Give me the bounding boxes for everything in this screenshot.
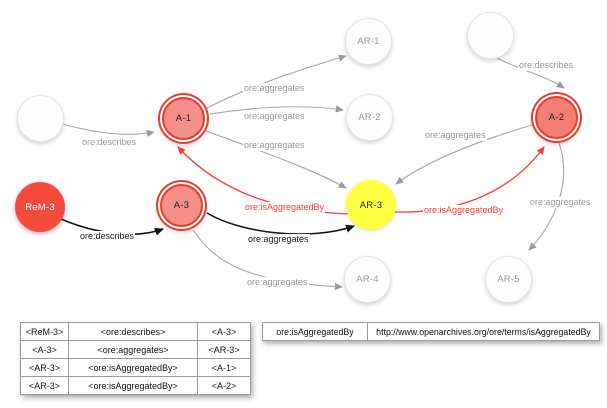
triple-predicate-cell: <ore:aggregates>	[68, 340, 198, 359]
edge-label-describes: ore:describes	[79, 231, 136, 242]
triple-object-cell: <A-1>	[197, 358, 251, 377]
node-a2-label: A-2	[548, 112, 565, 123]
triple-predicate-cell: <ore:isAggregatedBy>	[68, 376, 198, 395]
edge-label-aggregates: ore:aggregates	[529, 197, 592, 208]
edge-label-isaggregatedby: ore:isAggregatedBy	[423, 205, 505, 216]
triples-table: <ReM-3> <ore:describes> <A-3> <A-3> <ore…	[20, 322, 251, 395]
triples-row: <AR-3> <ore:isAggregatedBy> <A-1>	[20, 358, 251, 377]
node-ar2-label: AR-2	[358, 112, 381, 123]
edge-isaggregatedby-ar3-a1	[177, 146, 351, 215]
namespace-row: ore:isAggregatedBy http://www.openarchiv…	[262, 322, 600, 341]
node-rem3: ReM-3	[15, 182, 65, 232]
edge-label-aggregates: ore:aggregates	[247, 234, 310, 245]
node-blank-top-right	[467, 12, 514, 59]
edge-describes-blank-a1	[61, 123, 155, 137]
triple-object-cell: <A-3>	[197, 322, 251, 341]
node-ar3-label: AR-3	[359, 199, 383, 211]
edge-describes-blank-a2	[496, 57, 565, 89]
node-a2: A-2	[535, 96, 578, 139]
node-a1: A-1	[162, 97, 205, 140]
edge-label-isaggregatedby: ore:isAggregatedBy	[244, 202, 326, 213]
node-rem3-label: ReM-3	[25, 201, 55, 213]
node-a3: A-3	[160, 184, 203, 227]
edge-label-describes: ore:describes	[81, 137, 138, 148]
edge-aggregates-a2-ar3	[395, 124, 533, 185]
edge-label-aggregates: ore:aggregates	[243, 83, 306, 94]
triple-subject-cell: <A-3>	[20, 340, 69, 359]
edge-label-aggregates: ore:aggregates	[243, 140, 306, 151]
node-ar4: AR-4	[344, 256, 391, 303]
triples-row: <AR-3> <ore:isAggregatedBy> <A-2>	[20, 376, 251, 395]
edge-aggregates-a1-ar2	[209, 105, 344, 115]
triple-predicate-cell: <ore:describes>	[68, 322, 198, 341]
namespace-uri-cell: http://www.openarchives.org/ore/terms/is…	[367, 322, 600, 341]
node-ar2: AR-2	[346, 94, 393, 141]
node-a3-label: A-3	[173, 200, 190, 211]
triple-subject-cell: <AR-3>	[20, 358, 69, 377]
triple-object-cell: <AR-3>	[197, 340, 251, 359]
node-blank-left	[17, 95, 64, 142]
namespace-term-cell: ore:isAggregatedBy	[262, 322, 368, 341]
node-ar4-label: AR-4	[356, 274, 379, 285]
edge-label-aggregates: ore:aggregates	[424, 130, 487, 141]
namespace-table: ore:isAggregatedBy http://www.openarchiv…	[262, 322, 600, 341]
edge-aggregates-a1-ar1	[206, 54, 347, 109]
edge-isaggregatedby-ar3-a2	[392, 146, 545, 213]
triple-object-cell: <A-2>	[197, 376, 251, 395]
node-ar3: AR-3	[346, 180, 396, 230]
triples-row: <ReM-3> <ore:describes> <A-3>	[20, 322, 251, 341]
node-ar5-label: AR-5	[497, 274, 520, 285]
edge-aggregates-a1-ar3	[205, 130, 347, 189]
triple-predicate-cell: <ore:isAggregatedBy>	[68, 358, 198, 377]
node-a1-label: A-1	[175, 113, 192, 124]
triple-subject-cell: <ReM-3>	[20, 322, 69, 341]
edge-aggregates-a3-ar4	[192, 229, 343, 291]
triple-subject-cell: <AR-3>	[20, 376, 69, 395]
node-ar1-label: AR-1	[357, 36, 380, 47]
triples-row: <A-3> <ore:aggregates> <AR-3>	[20, 340, 251, 359]
edge-label-describes: ore:describes	[518, 60, 575, 71]
node-ar5: AR-5	[485, 256, 532, 303]
edge-aggregates-a3-ar3	[206, 212, 355, 235]
edge-label-aggregates: ore:aggregates	[246, 277, 309, 288]
edge-label-aggregates: ore:aggregates	[243, 111, 306, 122]
node-ar1: AR-1	[345, 18, 392, 65]
